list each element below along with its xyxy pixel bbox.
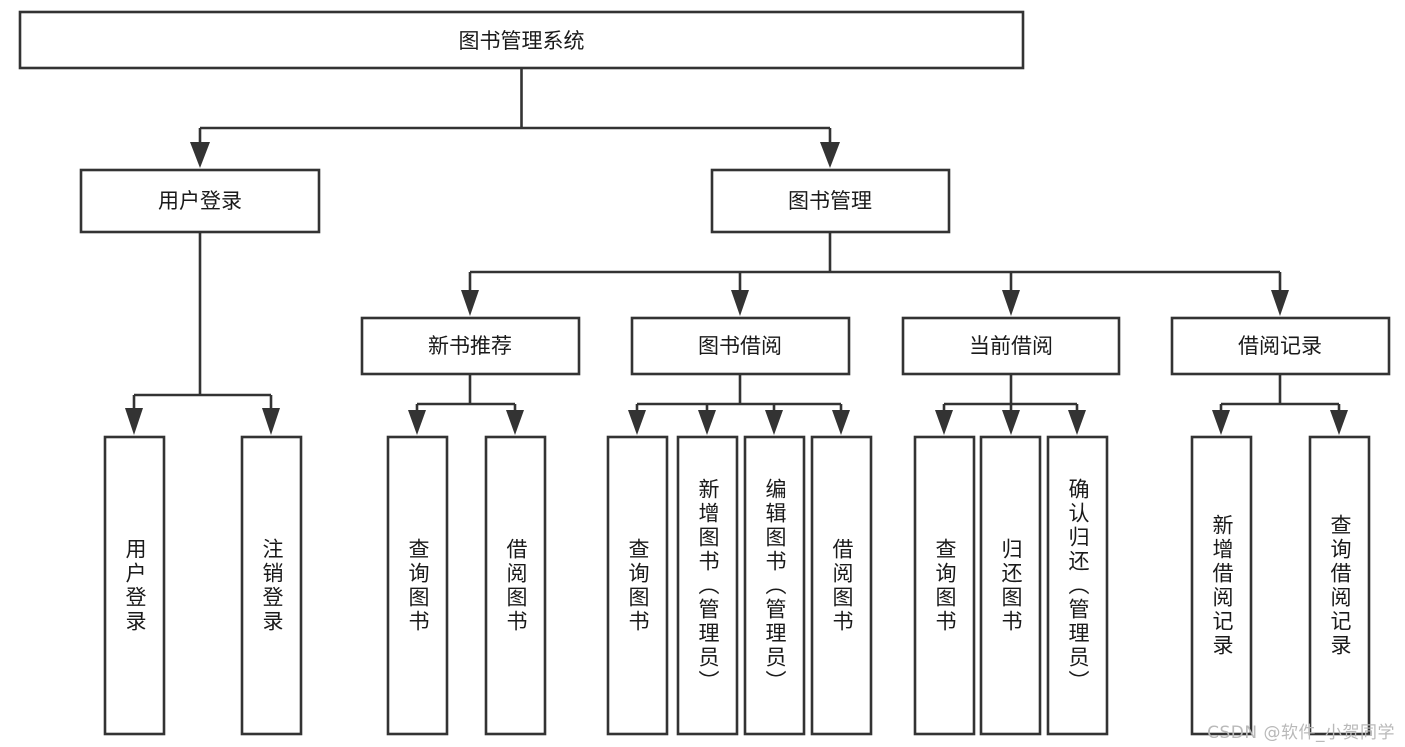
node-book-manage-box[interactable]: [710, 168, 951, 234]
leaf-edit-book-admin-box[interactable]: [743, 435, 806, 736]
arrow-bb-leaf-4: [832, 410, 850, 435]
arrow-br-leaf-1: [1212, 410, 1230, 435]
leaf-query-book-borrow-box[interactable]: [606, 435, 669, 736]
leaf-confirm-return-admin-box[interactable]: [1046, 435, 1109, 736]
node-borrow-record-box[interactable]: [1170, 316, 1391, 376]
node-book-manage-label: 图书管理: [788, 189, 872, 213]
leaf-return-book-box[interactable]: [979, 435, 1042, 736]
leaf-query-book-rec-box[interactable]: [386, 435, 449, 736]
node-borrow-record[interactable]: 借阅记录: [1170, 316, 1391, 376]
arrow-root-to-book-manage: [820, 142, 840, 168]
node-book-manage[interactable]: 图书管理: [710, 168, 951, 234]
arrow-cb-leaf-1: [935, 410, 953, 435]
node-current-borrow-box[interactable]: [901, 316, 1121, 376]
arrow-bm-to-new-book-rec: [461, 290, 479, 316]
leaf-user-logout-box[interactable]: [240, 435, 303, 736]
arrow-nbr-leaf-1: [408, 410, 426, 435]
leaf-nodes-group: [103, 435, 1371, 736]
leaf-query-borrow-record-box[interactable]: [1308, 435, 1371, 736]
leaf-query-book-current-box[interactable]: [913, 435, 976, 736]
leaf-add-borrow-record-box[interactable]: [1190, 435, 1253, 736]
node-current-borrow[interactable]: 当前借阅: [901, 316, 1121, 376]
node-root[interactable]: 图书管理系统: [18, 10, 1025, 70]
arrow-root-to-user-login: [190, 142, 210, 168]
arrow-user-login-leaf-2: [262, 408, 280, 435]
node-book-borrow-label: 图书借阅: [698, 334, 782, 358]
node-root-box[interactable]: [18, 10, 1025, 70]
node-book-borrow-box[interactable]: [630, 316, 851, 376]
arrow-bb-leaf-2: [698, 410, 716, 435]
arrow-nbr-leaf-2: [506, 410, 524, 435]
node-borrow-record-label: 借阅记录: [1238, 334, 1322, 358]
node-new-book-rec-label: 新书推荐: [428, 334, 512, 358]
arrow-cb-leaf-3: [1068, 410, 1086, 435]
node-current-borrow-label: 当前借阅: [969, 334, 1053, 358]
arrow-br-leaf-2: [1330, 410, 1348, 435]
node-user-login[interactable]: 用户登录: [79, 168, 321, 234]
node-book-borrow[interactable]: 图书借阅: [630, 316, 851, 376]
node-user-login-box[interactable]: [79, 168, 321, 234]
node-new-book-rec[interactable]: 新书推荐: [360, 316, 581, 376]
arrow-bm-to-borrow-record: [1271, 290, 1289, 316]
node-user-login-label: 用户登录: [158, 189, 242, 213]
node-root-label: 图书管理系统: [459, 29, 585, 53]
leaf-add-book-admin-box[interactable]: [676, 435, 739, 736]
arrow-bm-to-book-borrow: [731, 290, 749, 316]
arrow-bb-leaf-3: [765, 410, 783, 435]
csdn-watermark: CSDN @软件_小贺同学: [1207, 723, 1395, 743]
edges-group: [125, 68, 1348, 435]
arrow-user-login-leaf-1: [125, 408, 143, 435]
node-new-book-rec-box[interactable]: [360, 316, 581, 376]
leaf-borrow-book-rec-box[interactable]: [484, 435, 547, 736]
leaf-borrow-book-box[interactable]: [810, 435, 873, 736]
arrow-bm-to-current-borrow: [1002, 290, 1020, 316]
arrow-cb-leaf-2: [1002, 410, 1020, 435]
arrow-bb-leaf-1: [628, 410, 646, 435]
leaf-user-login-box[interactable]: [103, 435, 166, 736]
